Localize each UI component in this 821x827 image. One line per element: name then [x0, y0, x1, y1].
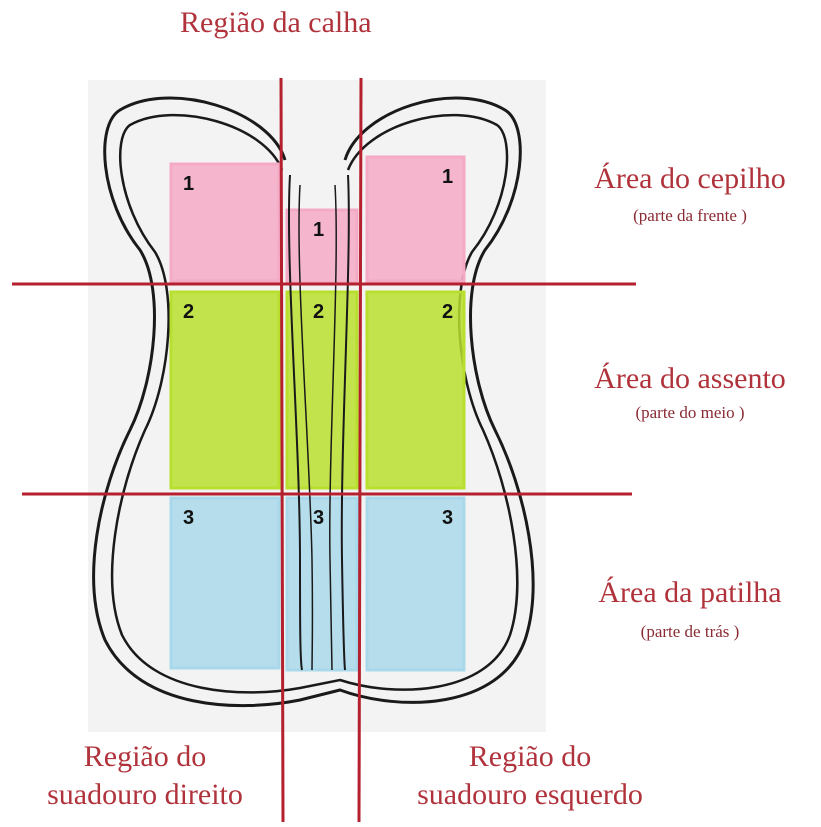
left-sweat-line1: Região do [468, 740, 592, 773]
gullet-channel-right-inner [329, 184, 337, 671]
zone-number-2-right: 2 [442, 301, 453, 323]
right-sweat-region-label: Região do suadouro direito [20, 738, 270, 814]
zone-number-3-left: 3 [183, 507, 194, 529]
area-sub-middle: (parte do meio ) [635, 403, 745, 422]
right-sweat-line2: suadouro direito [47, 778, 243, 811]
zone-number-2-left: 2 [183, 301, 194, 323]
zone-number-3-mid: 3 [313, 507, 324, 529]
zone-2-left [169, 290, 281, 490]
left-sweat-region-label: Região do suadouro esquerdo [380, 738, 680, 814]
area-label-middle: Área do assento [594, 362, 786, 395]
gullet-region-title: Região da calha [180, 6, 372, 39]
left-sweat-line2: suadouro esquerdo [417, 778, 643, 811]
zone-number-3-right: 3 [442, 507, 453, 529]
zone-1-left [169, 162, 281, 283]
area-label-back: Área da patilha [598, 576, 782, 609]
saddle-outline-outer [92, 96, 535, 708]
zone-number-1-mid: 1 [313, 219, 324, 241]
zone-3-left [169, 496, 281, 670]
zone-1-right [365, 155, 466, 283]
zone-number-1-left: 1 [183, 173, 194, 195]
gullet-channel-right-outer [340, 174, 350, 671]
area-sub-back: (parte de trás ) [640, 622, 740, 641]
zone-number-1-right: 1 [442, 166, 453, 188]
saddle-outline-inner [110, 113, 519, 694]
area-sub-front: (parte da frente ) [633, 206, 747, 225]
zone-2-right [365, 290, 466, 490]
zone-numbers-group: 1 1 1 2 2 2 3 3 3 [183, 166, 453, 529]
gullet-channel-left-outer [287, 174, 303, 671]
divider-vertical-left [279, 77, 285, 823]
zones-group [169, 155, 466, 672]
zone-number-2-mid: 2 [313, 301, 324, 323]
divider-vertical-right [357, 77, 363, 823]
zone-3-right [365, 496, 466, 672]
area-label-front: Área do cepilho [594, 162, 786, 195]
right-sweat-line1: Região do [83, 740, 207, 773]
gullet-channel-left-inner [298, 184, 314, 671]
